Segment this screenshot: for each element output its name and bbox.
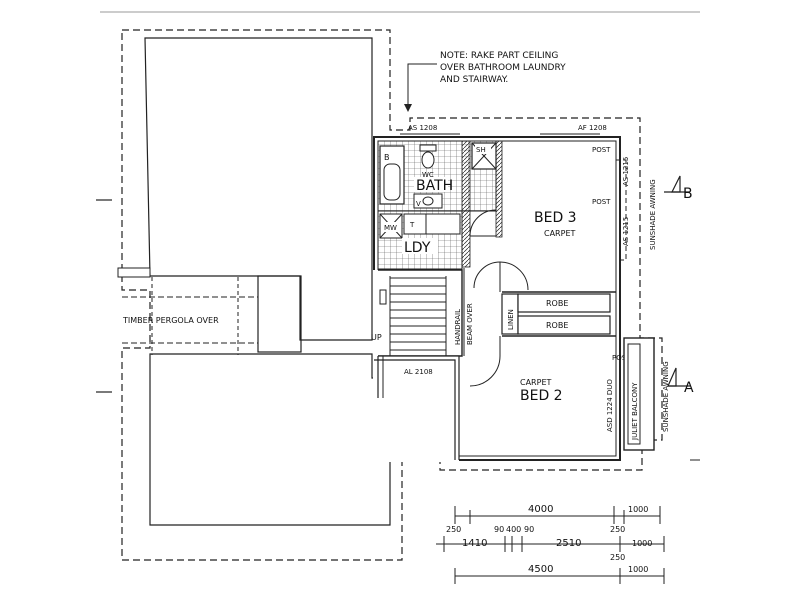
mw-label: MW — [384, 224, 397, 232]
ldy-label: LDY — [404, 240, 431, 256]
dimension-label: 250 — [610, 525, 625, 534]
bed3-label: BED 3 — [534, 210, 577, 226]
post-label: POST — [592, 198, 611, 206]
pergola-box — [257, 275, 302, 353]
bed3-floor-label: CARPET — [544, 229, 575, 238]
bed2-door-swing — [469, 355, 501, 387]
dimension-label: 4500 — [528, 564, 553, 575]
wc-label: WC — [422, 171, 434, 179]
dimension-label: 2510 — [556, 538, 581, 549]
robe-1 — [517, 293, 611, 313]
bath-label: BATH — [416, 178, 453, 194]
linen-label: LINEN — [507, 309, 515, 330]
lower-left-wall — [374, 355, 460, 460]
section-a-arrow — [667, 367, 677, 387]
window-label-al2108: AL 2108 — [404, 368, 433, 376]
post-label: POST — [612, 354, 631, 362]
dimension-label: 250 — [610, 553, 625, 562]
dimension-lines — [436, 506, 665, 584]
robe-2-label: ROBE — [546, 321, 568, 330]
dimension-label: 1000 — [628, 505, 648, 514]
sunshade-awning-upper — [615, 159, 627, 261]
note-line-3: AND STAIRWAY. — [440, 75, 508, 85]
note-line-2: OVER BATHROOM LAUNDRY — [440, 63, 566, 73]
laundry-tub — [403, 213, 427, 235]
stair-up-label: UP — [371, 333, 382, 342]
wc-cistern — [419, 144, 437, 152]
laundry-tub-label: T — [409, 221, 415, 229]
lower-notch-mask — [373, 356, 459, 462]
bed3-door-swing — [499, 261, 529, 291]
linen-cupboard — [501, 293, 519, 335]
dimension-label: 1410 — [462, 538, 487, 549]
juliet-balcony — [623, 337, 655, 451]
shower-cross — [471, 142, 497, 170]
window-label-af1208: AF 1208 — [578, 124, 607, 132]
wc-icon — [421, 151, 435, 169]
sunshade-label-lower: SUNSHADE AWNING — [662, 361, 670, 432]
stair-newel — [379, 289, 387, 305]
window-label-as1208: AS 1208 — [408, 124, 437, 132]
section-b-label: B — [683, 186, 693, 202]
window-label-as1215a: AS 1215 — [622, 157, 630, 186]
shower-label: SH — [476, 146, 486, 154]
stair-treads — [389, 276, 447, 356]
parapet-ledge — [117, 267, 151, 278]
dimension-label: 400 — [506, 525, 521, 534]
bathtub-inner — [383, 163, 401, 201]
dimension-label: 90 — [494, 525, 504, 534]
dimension-label: 250 — [446, 525, 461, 534]
dimension-label: 4000 — [528, 504, 553, 515]
sunshade-label-upper: SUNSHADE AWNING — [649, 179, 657, 250]
basin-icon — [422, 196, 434, 206]
ldy-label-bg — [402, 238, 438, 254]
dimension-label: 90 — [524, 525, 534, 534]
wall-pier — [461, 140, 471, 268]
note-arrowhead — [404, 104, 412, 112]
section-b-arrow — [671, 175, 681, 193]
post-label: POST — [592, 146, 611, 154]
section-a-label: A — [684, 380, 694, 396]
wall-pier — [495, 140, 503, 238]
shower-label-bg — [475, 144, 491, 154]
asd-window-label: ASD 1224 DUO — [606, 379, 614, 432]
note-line-1: NOTE: RAKE PART CEILING — [440, 51, 558, 61]
bathtub-label: B — [384, 153, 390, 162]
pergola-label: TIMBER PERGOLA OVER — [122, 316, 219, 325]
dimension-label: 1000 — [632, 539, 652, 548]
bath-door-swing — [469, 209, 497, 237]
dimension-label: 1000 — [628, 565, 648, 574]
robe-2 — [517, 315, 611, 335]
bath-label-bg — [414, 177, 448, 192]
bed2-label: BED 2 — [520, 388, 563, 404]
vanity-label: V — [416, 200, 421, 208]
note-leader — [407, 63, 437, 108]
lower-roof-section — [149, 353, 391, 526]
robe-1-label: ROBE — [546, 299, 568, 308]
roof-outline — [121, 29, 663, 561]
beam-over-label: BEAM OVER — [466, 303, 474, 345]
juliet-balcony-label: JULIET BALCONY — [631, 382, 639, 441]
juliet-balcony-inner — [627, 343, 641, 445]
bed2-floor-label: CARPET — [520, 378, 551, 387]
laundry-bench — [425, 213, 461, 235]
hall-door-swing — [473, 261, 501, 289]
mw-label-bg — [383, 222, 401, 232]
handrail-label: HANDRAIL — [454, 309, 462, 345]
